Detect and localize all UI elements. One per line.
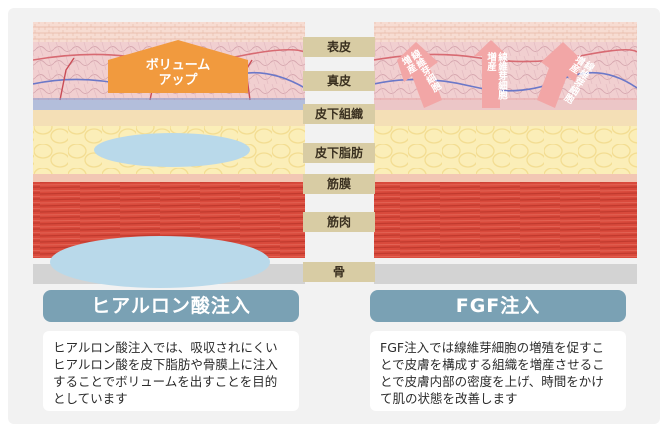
skin-diagram bbox=[33, 20, 637, 290]
layer-label-subcutaneous-fat: 皮下脂肪 bbox=[303, 143, 375, 163]
hyaluronic-description: ヒアルロン酸注入では、吸収されにくいヒアルロン酸を皮下脂肪や骨膜上に注入すること… bbox=[43, 331, 299, 411]
layer-label-epidermis: 表皮 bbox=[303, 37, 375, 57]
left-skin-section bbox=[33, 20, 305, 290]
fgf-title-banner: FGF注入 bbox=[370, 290, 626, 322]
layer-label-fascia: 筋膜 bbox=[303, 174, 375, 194]
fibroblast-badge-text-2: 線維芽細胞増産 bbox=[485, 52, 507, 100]
hyaluronic-title-banner: ヒアルロン酸注入 bbox=[43, 290, 299, 322]
hyaluronic-deposit-bone bbox=[50, 236, 270, 288]
layer-label-muscle: 筋肉 bbox=[303, 212, 375, 232]
volume-up-badge-shape bbox=[108, 40, 248, 93]
volume-up-badge-text: ボリューム アップ bbox=[145, 58, 211, 88]
hyaluronic-deposit-fat bbox=[94, 133, 250, 167]
layer-label-subcutaneous: 皮下組織 bbox=[303, 104, 375, 124]
right-skin-section bbox=[374, 20, 637, 290]
layer-label-dermis: 真皮 bbox=[303, 71, 375, 91]
fibroblast-badge-shape-1 bbox=[397, 42, 442, 108]
fibroblast-badge-shape-2 bbox=[474, 40, 508, 108]
fgf-description: FGF注入では線維芽細胞の増殖を促すことで皮膚を構成する組織を増産させることで皮… bbox=[370, 331, 626, 411]
fibroblast-badge-shape-3 bbox=[537, 42, 582, 108]
layer-label-bone: 骨 bbox=[303, 262, 375, 282]
